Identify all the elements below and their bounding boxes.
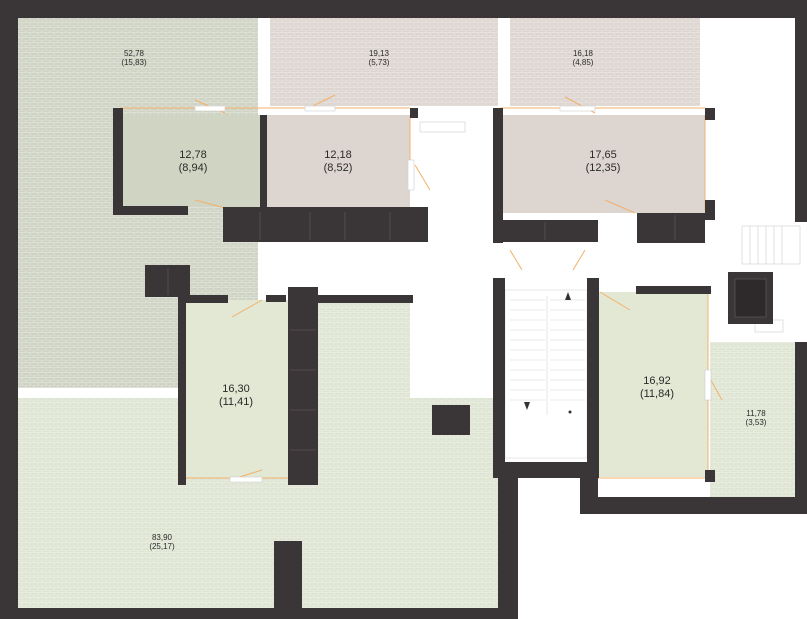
stair-arrow-up-icon [565,292,571,300]
label-terrace-n2-sub: (4,85) [573,58,594,67]
label-terrace-s-area: 83,90 [152,533,173,542]
stair-treads [510,296,585,415]
door-leaves [194,105,784,483]
room-c-area [500,115,705,213]
label-terrace-nw-area: 52,78 [124,49,145,58]
label-room-c-area: 17,65 [589,149,617,161]
label-terrace-e-sub: (3,53) [746,418,767,427]
stair-dot [568,410,572,414]
label-room-d-sub: (11,41) [219,396,253,408]
label-terrace-n2-area: 16,18 [573,49,594,58]
room-b-area [265,115,410,207]
label-room-e-area: 16,92 [643,375,671,387]
label-room-c-sub: (12,35) [586,162,621,174]
label-room-e-sub: (11,84) [640,388,674,400]
label-terrace-s-sub: (25,17) [149,542,175,551]
east-steps [741,225,801,265]
stairwell [504,289,588,459]
label-terrace-e-area: 11,78 [746,409,766,418]
stair-arrow-down-icon [524,402,530,410]
label-room-d-area: 16,30 [222,383,250,395]
label-room-a-area: 12,78 [179,149,207,161]
label-room-b-sub: (8,52) [324,162,353,174]
label-terrace-nw-sub: (15,83) [121,58,147,67]
label-room-b-area: 12,18 [324,149,352,161]
room-labels: 52,78 (15,83) 19,13 (5,73) 16,18 (4,85) … [121,49,766,551]
wall-inner-marks [167,212,676,451]
room-e-area [598,292,708,477]
label-terrace-n1-sub: (5,73) [369,58,390,67]
label-room-a-sub: (8,94) [179,162,208,174]
plant-box [734,278,767,318]
room-d-area [185,300,290,478]
label-terrace-n1-area: 19,13 [369,49,390,58]
room-a-area [120,115,265,207]
